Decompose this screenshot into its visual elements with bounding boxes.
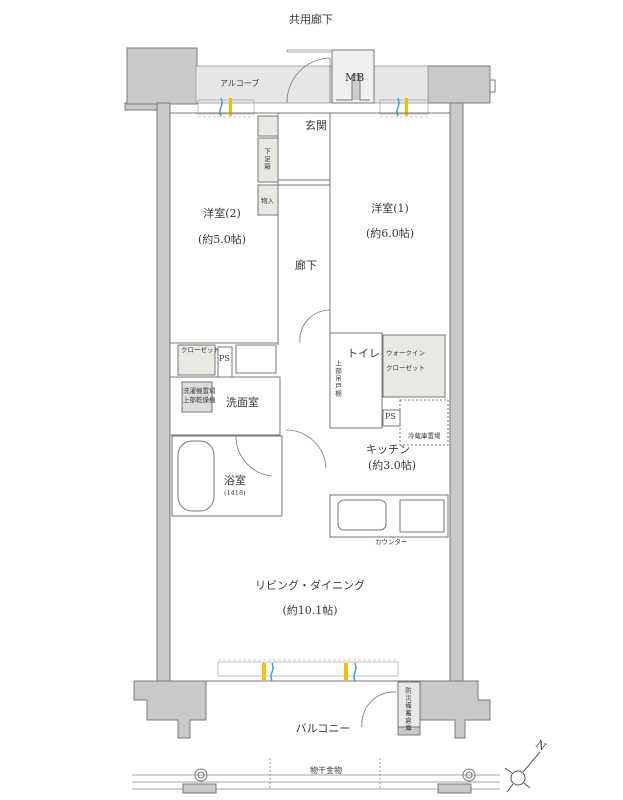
balcony-label: バルコニー xyxy=(295,722,351,735)
bathroom-name: 浴室 xyxy=(224,474,246,487)
hallway-label: 廊下 xyxy=(295,259,317,272)
compass-icon xyxy=(504,751,541,793)
alcove-floor xyxy=(195,65,429,104)
washroom-label: 洗面室 xyxy=(226,396,259,409)
alcove-label: アルコーブ xyxy=(220,79,260,88)
wall-left xyxy=(156,102,171,682)
wall-bottom-right xyxy=(397,680,491,739)
corridor-label: 共用廊下 xyxy=(289,13,333,26)
bedroom1-name: 洋室(1) xyxy=(371,202,409,215)
kitchen-name: キッチン xyxy=(366,443,410,456)
bedroom2-name: 洋室(2) xyxy=(203,207,241,220)
living-size: (約10.1帖) xyxy=(282,604,338,617)
ps-label-2: PS xyxy=(385,412,396,421)
walkin-closet-label-2: クローゼット xyxy=(386,364,425,372)
dryer-label: 上部乾燥機 xyxy=(183,396,216,404)
bedroom2-size: (約5.0帖) xyxy=(197,233,247,246)
upper-cabinet-label: 上部吊戸棚 xyxy=(333,360,342,398)
disaster-storage-label: 防災備蓄倉庫 xyxy=(403,687,412,732)
bathroom-size: (1418) xyxy=(224,489,246,497)
washer-space-label: 洗濯機置場 xyxy=(183,387,216,395)
mb-label: MB xyxy=(345,71,365,84)
ps-label-1: PS xyxy=(219,354,230,363)
fridge-space-label: 冷蔵庫置場 xyxy=(408,432,441,440)
clothes-rack-label: 物干金物 xyxy=(310,766,342,775)
kitchen-size: (約3.0帖) xyxy=(367,459,417,472)
toilet-label: トイレ xyxy=(347,347,380,360)
walkin-closet-label-1: ウォークイン xyxy=(386,349,425,357)
closet-label: クローゼット xyxy=(181,346,220,354)
bedroom1-size: (約6.0帖) xyxy=(365,227,415,240)
shoe-cabinet-label: 下足箱 xyxy=(262,148,271,171)
entrance-label: 玄関 xyxy=(305,119,327,132)
wall-right xyxy=(449,102,464,682)
living-name: リビング・ダイニング xyxy=(255,579,365,592)
counter-label: カウンター xyxy=(375,538,408,546)
storage-label: 物入 xyxy=(261,197,274,205)
wall-bottom-left xyxy=(133,680,207,739)
wall-top-right xyxy=(427,65,491,104)
